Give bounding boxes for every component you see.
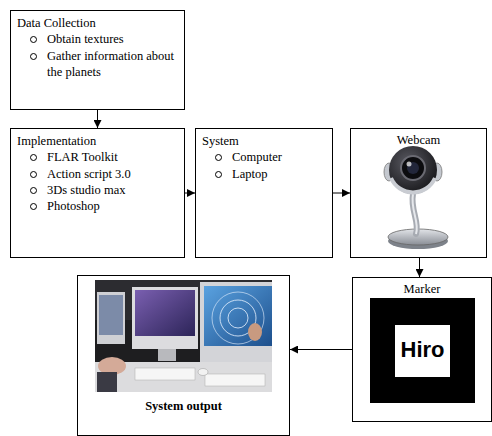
bullet-item: Photoshop [17,198,178,214]
process-box: Data CollectionObtain texturesGather inf… [10,10,185,110]
box-heading: Implementation [17,133,178,149]
marker-pattern [370,298,475,403]
box-heading: System [202,133,326,149]
flow-arrow [185,193,195,194]
process-box: SystemComputerLaptop [195,128,333,258]
bullet-item: Laptop [202,166,326,182]
marker-box: MarkerHiro [352,277,492,422]
output-box: System output [77,275,290,436]
box-heading: System output [82,398,285,414]
output-photo [95,280,272,392]
process-box: ImplementationFLAR ToolkitAction script … [10,128,185,258]
box-heading: Data Collection [17,15,178,31]
box-heading: Webcam [355,132,482,148]
webcam-picture [384,146,448,249]
flow-arrow [290,349,352,350]
flow-arrow [333,193,350,194]
marker-label: Hiro [370,298,475,403]
bullet-item: 3Ds studio max [17,182,178,198]
box-heading: Marker [357,281,487,297]
bullet-item: FLAR Toolkit [17,149,178,165]
bullet-item: Computer [202,149,326,165]
flow-arrow [97,110,98,128]
flow-arrow [419,258,420,277]
bullet-item: Gather information about the planets [17,48,178,81]
bullet-item: Action script 3.0 [17,166,178,182]
bullet-item: Obtain textures [17,31,178,47]
device-box: Webcam [350,128,487,258]
